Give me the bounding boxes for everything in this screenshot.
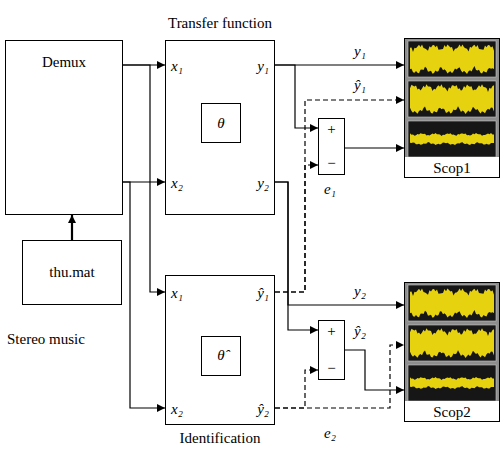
waveform — [410, 84, 494, 114]
block-label: Identification — [180, 429, 261, 447]
signal-wire — [345, 147, 404, 148]
waveform — [410, 328, 494, 358]
scope-block: Scop2 — [404, 282, 500, 422]
estimate-box: θ̂ — [201, 336, 241, 376]
block-label: + — [327, 322, 335, 340]
port-label: y₂ — [257, 174, 269, 192]
port-label: ŷ₂ — [257, 400, 269, 418]
signal-name: ŷ₁ — [352, 76, 368, 94]
signal-wire — [275, 370, 318, 408]
parameter-box: θ — [201, 103, 241, 143]
block-label: θ — [217, 114, 224, 132]
block-label: Scop1 — [433, 159, 471, 177]
port-label: x₁ — [171, 284, 183, 302]
scope-panel — [408, 285, 496, 321]
signal-wire — [123, 65, 165, 292]
signal-name: ŷ₂ — [352, 322, 368, 340]
port-label: − — [327, 359, 335, 377]
port-label: − — [327, 154, 335, 172]
sum-block: +− — [318, 320, 345, 380]
signal-wire — [275, 165, 318, 292]
waveform — [410, 289, 494, 318]
block-label: Transfer function — [168, 14, 272, 32]
port-label: x₂ — [171, 400, 183, 418]
scope-display — [405, 283, 499, 401]
source-block: thu.mat — [22, 240, 122, 305]
signal-wire — [123, 182, 165, 408]
signal-name: e₂ — [322, 424, 338, 442]
port-label: ŷ₁ — [257, 284, 269, 302]
scope-panel — [408, 365, 496, 401]
signal-wire — [71, 215, 73, 240]
block-label: + — [327, 120, 335, 138]
signal-wire — [275, 65, 318, 128]
signal-name: y₁ — [352, 42, 368, 60]
block-label: Scop2 — [433, 403, 471, 421]
scope-panel — [408, 121, 496, 157]
waveform — [410, 45, 494, 74]
block-label: Demux — [42, 53, 86, 71]
block-label: θ̂ — [217, 346, 224, 364]
transfer-function-block: θTransfer functionx₁y₁x₂y₂ — [165, 40, 275, 215]
port-label: x₁ — [171, 57, 183, 75]
block-label: thu.mat — [49, 263, 94, 281]
signal-name: e₁ — [322, 180, 338, 198]
sum-block: +− — [318, 118, 345, 175]
waveform — [410, 133, 494, 145]
scope-frame — [405, 283, 499, 401]
demux-block: Demux — [5, 40, 123, 215]
signal-wire — [275, 182, 404, 305]
scope-display — [405, 39, 499, 157]
scope-panel — [408, 81, 496, 117]
signal-wire — [275, 100, 404, 292]
signal-wire — [345, 350, 404, 390]
signal-wire — [275, 182, 318, 330]
caption-label: Stereo music — [5, 330, 87, 348]
port-label: y₁ — [257, 57, 269, 75]
identification-block: θ̂Identificationx₁ŷ₁x₂ŷ₂ — [165, 275, 275, 425]
scope-panel — [408, 325, 496, 361]
scope-panel — [408, 41, 496, 77]
scope-frame — [405, 39, 499, 157]
port-label: x₂ — [171, 174, 183, 192]
scope-block: Scop1 — [404, 38, 500, 178]
waveform — [410, 377, 494, 389]
signal-name: y₂ — [352, 282, 368, 300]
